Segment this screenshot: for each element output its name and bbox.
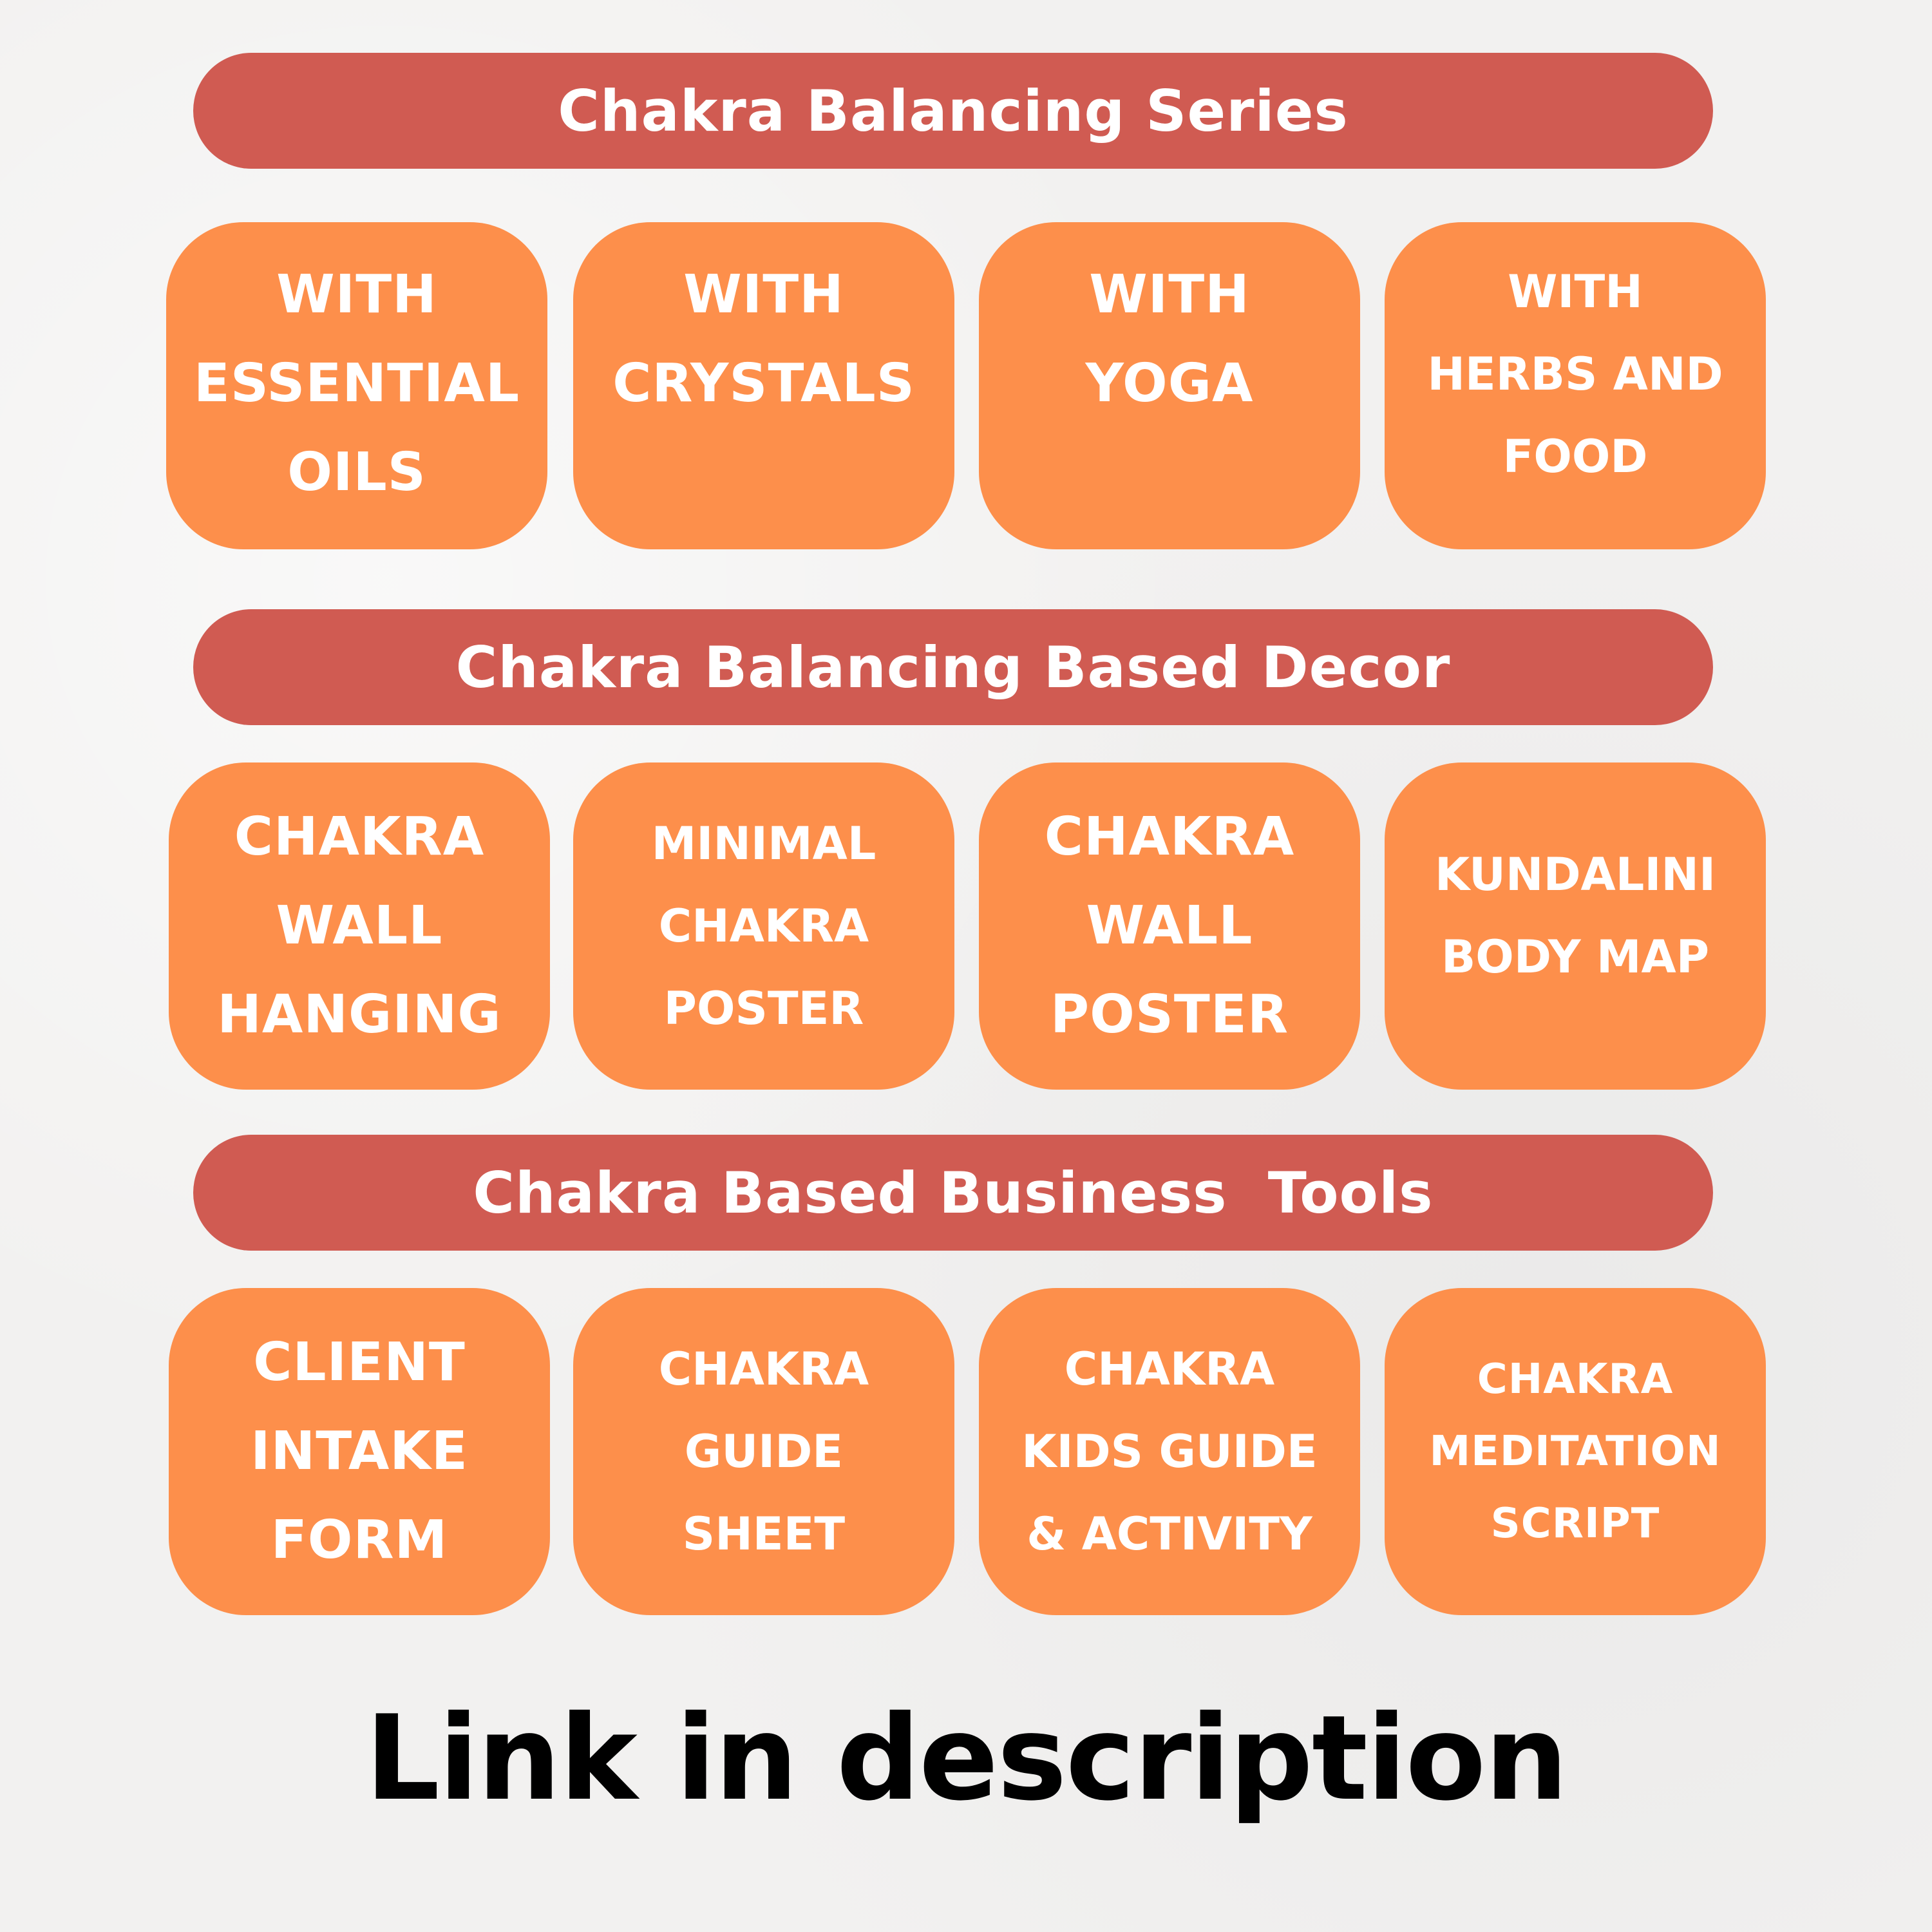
tile-line: KIDS GUIDE (1021, 1425, 1318, 1478)
tile-line: CHAKRA (1064, 1343, 1275, 1396)
tile-with-crystals[interactable]: WITH CRYSTALS (573, 222, 954, 549)
tile-line: WALL (276, 895, 443, 956)
tile-with-yoga[interactable]: WITH YOGA (979, 222, 1360, 549)
tile-line: OILS (287, 442, 426, 503)
tile-line: CHAKRA (1477, 1356, 1674, 1403)
tile-line: INTAKE (251, 1421, 468, 1482)
tile-chakra-kids-guide-activity[interactable]: CHAKRA KIDS GUIDE & ACTIVITY (979, 1288, 1360, 1615)
tile-line: & ACTIVITY (1027, 1508, 1312, 1560)
section-banner-chakra-balancing-series: Chakra Balancing Series (193, 53, 1713, 169)
section-banner-chakra-based-business-tools: Chakra Based Business Tools (193, 1135, 1713, 1251)
footer-text: Link in description (365, 1690, 1568, 1826)
tile-line: MINIMAL (651, 817, 876, 870)
tile-chakra-wall-hanging[interactable]: CHAKRA WALL HANGING (169, 762, 550, 1090)
tile-with-herbs-and-food[interactable]: WITH HERBS AND FOOD (1385, 222, 1766, 549)
link-in-description-caption: Link in description (0, 1687, 1932, 1829)
tile-line: POSTER (663, 982, 864, 1035)
tile-line: CHAKRA (1044, 806, 1295, 867)
tile-line: SCRIPT (1490, 1500, 1660, 1548)
tile-line: SHEET (682, 1508, 846, 1560)
tile-with-essential-oils[interactable]: WITH ESSENTIAL OILS (166, 222, 547, 549)
tile-line: WALL (1086, 895, 1253, 956)
tile-line: WITH (1089, 264, 1250, 325)
tile-line: CHAKRA (658, 900, 869, 952)
tile-line: KUNDALINI (1435, 848, 1716, 901)
tile-line: CHAKRA (658, 1343, 869, 1396)
tile-chakra-wall-poster[interactable]: CHAKRA WALL POSTER (979, 762, 1360, 1090)
tile-line: POSTER (1050, 984, 1289, 1045)
tile-line: HERBS AND (1427, 348, 1723, 401)
section-title: Chakra Balancing Series (558, 77, 1349, 144)
tile-line: WITH (683, 264, 844, 325)
tile-chakra-meditation-script[interactable]: CHAKRA MEDITATION SCRIPT (1385, 1288, 1766, 1615)
tile-line: FORM (270, 1510, 448, 1571)
tile-line: CHAKRA (234, 806, 485, 867)
tile-line: CRYSTALS (612, 353, 915, 414)
tile-line: WITH (1508, 265, 1643, 318)
tile-client-intake-form[interactable]: CLIENT INTAKE FORM (169, 1288, 550, 1615)
section-banner-chakra-balancing-based-decor: Chakra Balancing Based Decor (193, 609, 1713, 725)
tile-line: GUIDE (684, 1425, 844, 1478)
section-title: Chakra Based Business Tools (473, 1159, 1434, 1226)
tile-line: MEDITATION (1429, 1428, 1721, 1475)
tile-line: HANGING (217, 984, 502, 1045)
tile-line: BODY MAP (1441, 931, 1710, 983)
tile-line: FOOD (1502, 430, 1648, 483)
tile-minimal-chakra-poster[interactable]: MINIMAL CHAKRA POSTER (573, 762, 954, 1090)
section-title: Chakra Balancing Based Decor (455, 634, 1451, 701)
tile-line: YOGA (1085, 353, 1254, 414)
tile-chakra-guide-sheet[interactable]: CHAKRA GUIDE SHEET (573, 1288, 954, 1615)
tile-line: WITH (276, 264, 437, 325)
tile-line: ESSENTIAL (193, 353, 520, 414)
tile-line: CLIENT (253, 1332, 466, 1393)
tile-kundalini-body-map[interactable]: KUNDALINI BODY MAP (1385, 762, 1766, 1090)
